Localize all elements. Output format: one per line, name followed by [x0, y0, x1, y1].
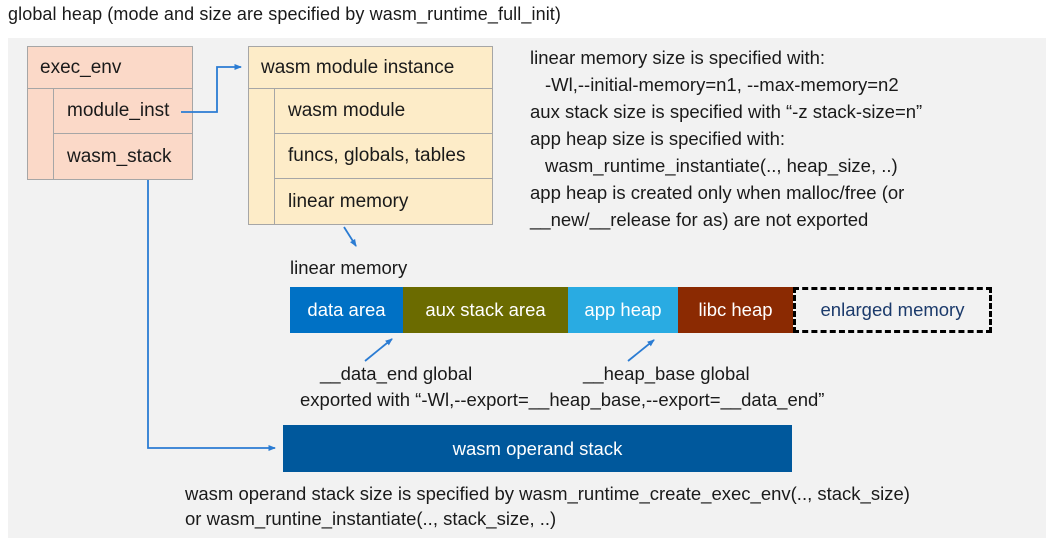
- module-instance-row-wasm-module: wasm module: [275, 89, 492, 134]
- module-instance-header: wasm module instance: [249, 47, 492, 89]
- segment-app-heap: app heap: [568, 287, 678, 333]
- linear-memory-label: linear memory: [290, 257, 408, 278]
- note-line: or wasm_runtine_instantiate(.., stack_si…: [185, 508, 557, 529]
- segment-enlarged-memory: enlarged memory: [793, 287, 992, 333]
- diagram-title: global heap (mode and size are specified…: [8, 4, 561, 24]
- module-instance-box: wasm module instance wasm module funcs, …: [248, 46, 493, 225]
- module-instance-indent-strip: [249, 89, 275, 224]
- export-note-label: exported with “-Wl,--export=__heap_base,…: [300, 389, 825, 410]
- wasm-operand-stack-bar: wasm operand stack: [283, 425, 792, 472]
- operand-stack-note: wasm operand stack size is specified by …: [185, 481, 910, 531]
- heap-base-global-label: __heap_base global: [583, 363, 750, 384]
- exec-env-indent-strip: [28, 89, 54, 179]
- exec-env-header: exec_env: [28, 47, 192, 89]
- note-line: __new/__release for as) are not exported: [530, 209, 869, 230]
- linear-memory-notes: linear memory size is specified with: -W…: [530, 44, 922, 233]
- linear-memory-bar: data area aux stack area app heap libc h…: [290, 287, 992, 333]
- exec-env-row-module-inst: module_inst: [54, 89, 192, 134]
- note-line: aux stack size is specified with “-z sta…: [530, 101, 923, 122]
- note-line: app heap size is specified with:: [530, 128, 786, 149]
- note-line: -Wl,--initial-memory=n1, --max-memory=n2: [545, 74, 899, 95]
- note-line: linear memory size is specified with:: [530, 47, 826, 68]
- exec-env-box: exec_env module_inst wasm_stack: [27, 46, 193, 180]
- note-line: wasm operand stack size is specified by …: [185, 483, 910, 504]
- module-instance-row-funcs-globals-tables: funcs, globals, tables: [275, 134, 492, 179]
- data-end-global-label: __data_end global: [320, 363, 473, 384]
- wasm-operand-stack-label: wasm operand stack: [452, 437, 623, 459]
- note-line: wasm_runtime_instantiate(.., heap_size, …: [545, 155, 898, 176]
- exec-env-row-wasm-stack: wasm_stack: [67, 145, 172, 167]
- module-instance-row-linear-memory: linear memory: [288, 190, 409, 212]
- segment-libc-heap: libc heap: [678, 287, 793, 333]
- segment-data-area: data area: [290, 287, 403, 333]
- note-line: app heap is created only when malloc/fre…: [530, 182, 905, 203]
- segment-aux-stack-area: aux stack area: [403, 287, 568, 333]
